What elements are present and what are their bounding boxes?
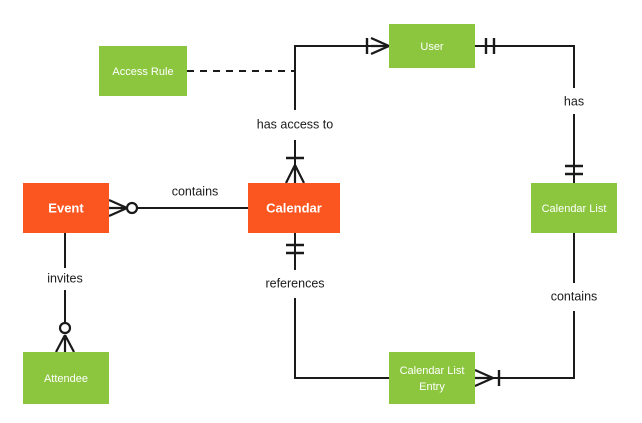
connector-user-to-calendar-upper xyxy=(294,45,389,110)
entity-calendar-list-box[interactable] xyxy=(531,183,617,233)
cardinality-attendee-top-zero-or-many xyxy=(55,321,75,353)
zero-circle-icon xyxy=(125,201,139,215)
entity-attendee[interactable]: Attendee xyxy=(23,352,109,404)
entity-access-rule-box[interactable] xyxy=(99,46,187,96)
entity-calendar[interactable]: Calendar xyxy=(248,183,340,233)
crows-foot-icon xyxy=(285,164,305,184)
connector-calendar-to-cle-lower xyxy=(294,298,389,379)
entity-calendar-list-entry-label-line2: Entry xyxy=(419,381,445,393)
entity-calendar-list-entry-label-line1: Calendar List xyxy=(400,365,465,377)
entity-event-label: Event xyxy=(48,200,84,215)
cardinality-calendar-top-one-to-many xyxy=(285,156,305,184)
entity-event-box[interactable] xyxy=(23,183,109,233)
entity-calendar-box[interactable] xyxy=(248,183,340,233)
entity-calendar-list-entry[interactable]: Calendar List Entry xyxy=(389,352,475,404)
crows-foot-icon xyxy=(370,36,390,56)
cardinality-calendar-bottom-exactly-one xyxy=(286,243,304,255)
crows-foot-icon xyxy=(108,198,128,218)
entity-calendar-list[interactable]: Calendar List xyxy=(531,183,617,233)
cardinality-event-right-zero-or-many xyxy=(108,198,139,218)
relationship-label-has-access-to: has access to xyxy=(257,117,333,131)
relationship-label-references: references xyxy=(265,276,324,290)
relationship-label-contains-calendar: contains xyxy=(172,184,219,198)
zero-circle-icon xyxy=(58,321,72,335)
connector-user-to-callist-upper xyxy=(475,45,575,88)
entity-user[interactable]: User xyxy=(389,24,475,68)
relationship-label-invites: invites xyxy=(47,271,82,285)
entity-calendar-list-label: Calendar List xyxy=(542,203,607,215)
entity-user-label: User xyxy=(420,41,444,53)
connector-has xyxy=(475,45,575,183)
crows-foot-icon xyxy=(55,334,75,353)
cardinality-calendar-list-top-exactly-one xyxy=(565,164,583,176)
connector-callist-to-cle-lower xyxy=(475,311,575,379)
relationship-label-has: has xyxy=(564,94,584,108)
entity-event[interactable]: Event xyxy=(23,183,109,233)
cardinality-cle-right-one-to-many xyxy=(474,368,501,388)
connector-references xyxy=(294,233,389,379)
connector-contains-cle xyxy=(475,233,575,379)
entity-attendee-label: Attendee xyxy=(44,373,88,385)
entity-user-box[interactable] xyxy=(389,24,475,68)
cardinality-user-right-exactly-one xyxy=(484,38,496,54)
relationship-label-contains-cle: contains xyxy=(551,289,598,303)
entity-attendee-box[interactable] xyxy=(23,352,109,404)
cardinality-user-left-one-to-many xyxy=(365,36,390,56)
entity-access-rule-label: Access Rule xyxy=(112,66,173,78)
connector-has-access-to xyxy=(294,45,389,183)
entity-access-rule[interactable]: Access Rule xyxy=(99,46,187,96)
entity-calendar-list-entry-box[interactable] xyxy=(389,352,475,404)
crows-foot-icon xyxy=(474,368,494,388)
entity-calendar-label: Calendar xyxy=(266,200,322,215)
